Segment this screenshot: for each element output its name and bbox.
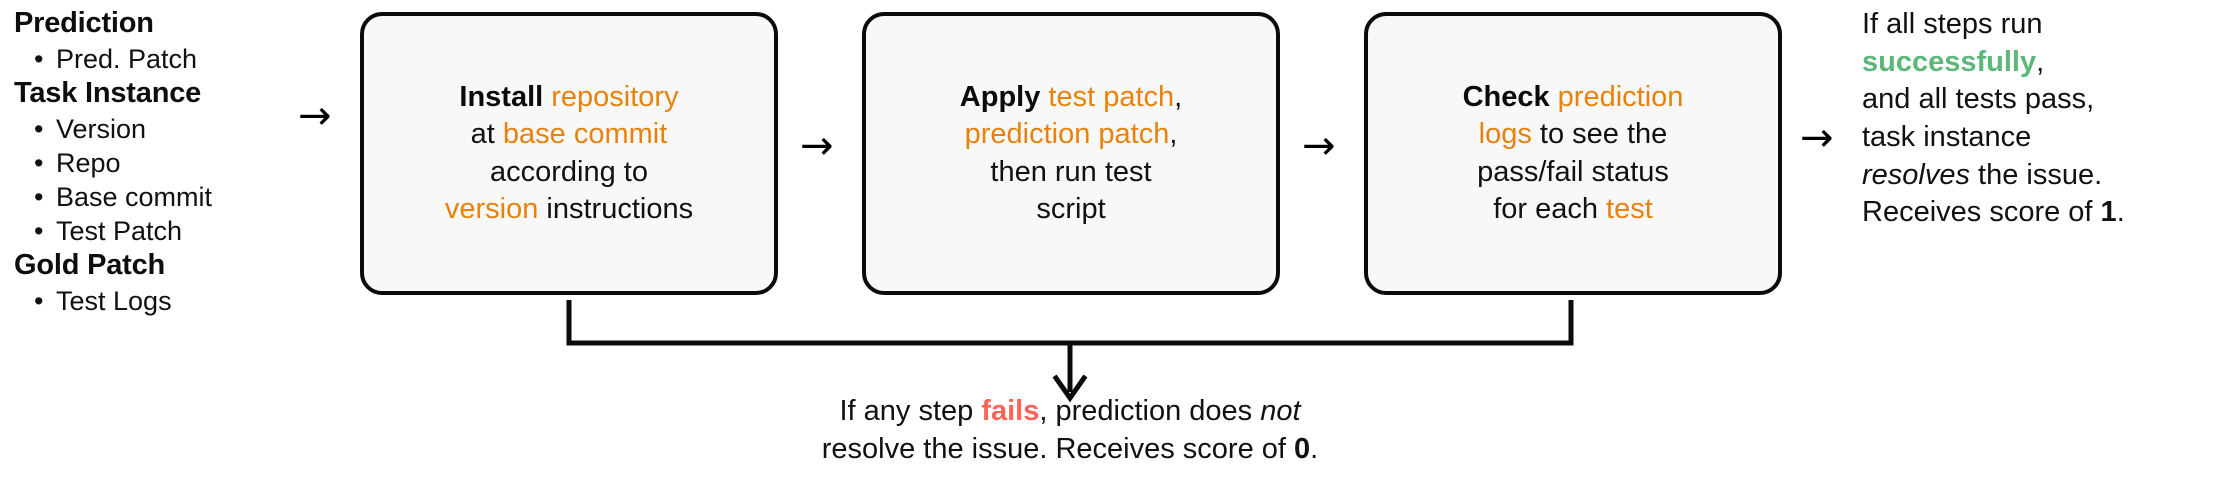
step-line: Check prediction [1463,79,1684,116]
list-item: • Test Logs [34,284,314,318]
list-item: • Pred. Patch [34,42,314,76]
arrow-check-to-outcome: → [1800,115,1834,161]
arrow-inputs-to-install: → [298,93,332,139]
text-run-hl: base commit [502,118,668,151]
text-run: If all steps run [1862,8,2043,40]
text-run-ok: successfully [1862,45,2037,78]
text-run-hl: repository [551,81,679,114]
text-run-hl: prediction [1557,81,1684,114]
success-line: successfully, [1862,44,2230,82]
step-line: pass/fail status [1463,154,1684,191]
step-line: script [960,191,1182,228]
text-run [1550,81,1558,113]
list-item-label: Test Patch [56,215,183,246]
step-line: according to [445,154,693,191]
step-line: at base commit [445,116,693,153]
text-run-it: not [1260,395,1301,427]
text-run: resolve the issue. Receives score of [821,433,1295,466]
text-run: then run test [990,155,1152,188]
arrow-apply-to-check: → [1302,123,1336,169]
bullet-icon: • [34,113,44,144]
text-run: pass/fail status [1477,155,1669,188]
text-run: the issue. [1970,158,2103,191]
step-line: logs to see the [1463,116,1684,153]
success-line: Receives score of 1. [1862,194,2230,232]
text-run-kw: Apply [959,81,1041,114]
text-run-b: 1 [2100,196,2117,229]
group-heading: Prediction [14,7,154,39]
text-run-b: 0 [1294,433,1311,466]
list-item: • Base commit [34,180,314,214]
step-text-apply: Apply test patch,prediction patch,then r… [946,79,1196,227]
fail-path-bracket [566,300,1574,403]
text-run: , [1174,81,1183,114]
down-arrow-icon [1052,374,1088,403]
text-run: according to [489,155,648,188]
text-run-hl: test [1606,192,1653,225]
text-run: to see the [1531,118,1668,151]
text-run: , [2036,45,2045,78]
text-run: instructions [538,192,694,225]
bullet-icon: • [34,181,44,212]
step-line: then run test [960,154,1182,191]
step-line: prediction patch, [960,116,1182,153]
group-heading: Gold Patch [14,248,166,281]
text-run: at [470,118,503,151]
step-line: version instructions [445,191,693,228]
arrow-install-to-apply: → [800,123,834,169]
list-item: • Test Patch [34,214,314,248]
text-run-hl: prediction patch [964,118,1170,151]
list-item: • Version [34,112,314,146]
step-line: Install repository [445,79,693,116]
text-run-hl: version [444,192,539,225]
text-run: script [1036,192,1106,225]
text-run: and all tests pass, [1862,83,2095,116]
list-item-label: Pred. Patch [56,43,198,74]
text-run-kw: Check [1462,81,1550,114]
bullet-icon: • [34,285,44,316]
success-line: task instance [1862,119,2230,157]
text-run: . [2116,196,2125,229]
text-run: for each [1493,192,1607,225]
text-run-it: resolves [1862,158,1970,191]
text-run-kw: Install [459,81,544,114]
step-box-apply: Apply test patch,prediction patch,then r… [862,12,1280,295]
list-item-label: Base commit [56,181,213,212]
success-line: If all steps run [1862,6,2230,44]
text-run-hl: logs [1478,118,1532,151]
text-run: Receives score of [1862,196,2101,229]
text-run: task instance [1862,121,2032,154]
list-item-label: Version [56,113,147,144]
step-line: for each test [1463,191,1684,228]
text-run: . [1310,433,1319,466]
fail-line: resolve the issue. Receives score of 0. [560,430,1580,468]
bracket-path [566,300,1574,346]
text-run: , prediction does [1039,395,1261,427]
success-line: resolves the issue. [1862,157,2230,195]
bullet-icon: • [34,43,44,74]
text-run: If any step [839,395,982,427]
fail-line: If any step fails, prediction does not [560,392,1580,430]
text-run-hl: test patch [1048,81,1175,114]
group-heading: Task Instance [14,76,202,109]
list-item-label: Test Logs [56,285,172,316]
text-run-bad: fails [981,395,1040,427]
step-line: Apply test patch, [960,79,1182,116]
success-line: and all tests pass, [1862,81,2230,119]
bullet-icon: • [34,215,44,246]
list-item: • Repo [34,146,314,180]
bullet-icon: • [34,147,44,178]
text-run: , [1169,118,1178,151]
list-item-label: Repo [56,147,121,178]
